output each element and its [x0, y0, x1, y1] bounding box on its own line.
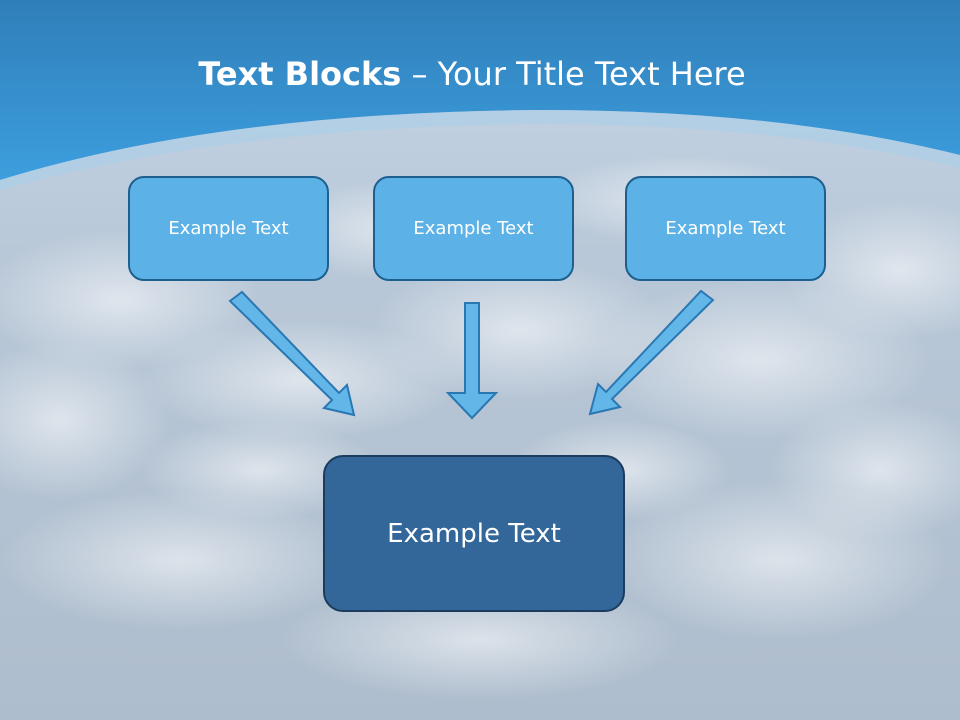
- text-block-2: Example Text: [373, 176, 574, 281]
- text-block-2-label: Example Text: [413, 218, 534, 239]
- slide-title: Text Blocks – Your Title Text Here: [0, 52, 944, 96]
- arrow-right-diagonal-icon: [588, 289, 715, 416]
- text-block-1-label: Example Text: [168, 218, 289, 239]
- arrow-left-diagonal-icon: [228, 290, 356, 417]
- text-block-3: Example Text: [625, 176, 826, 281]
- main-text-block: Example Text: [323, 455, 625, 612]
- text-block-1: Example Text: [128, 176, 329, 281]
- text-block-3-label: Example Text: [665, 218, 786, 239]
- main-text-block-label: Example Text: [387, 518, 561, 549]
- arrow-down-icon: [445, 302, 499, 420]
- title-rest-text: – Your Title Text Here: [401, 55, 746, 93]
- header-band: [0, 0, 960, 180]
- title-bold-text: Text Blocks: [198, 55, 402, 93]
- header-arc-highlight: [0, 110, 960, 190]
